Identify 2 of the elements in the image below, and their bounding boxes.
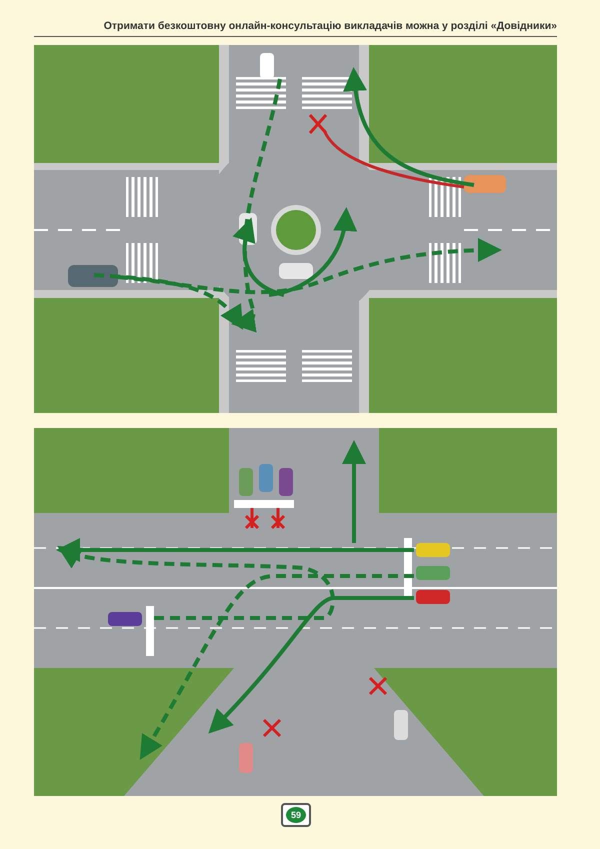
header-note: Отримати безкоштовну онлайн-консультацію викладачів можна у розділі «Довідники»	[102, 20, 557, 32]
page-number-badge: 59	[281, 803, 311, 827]
